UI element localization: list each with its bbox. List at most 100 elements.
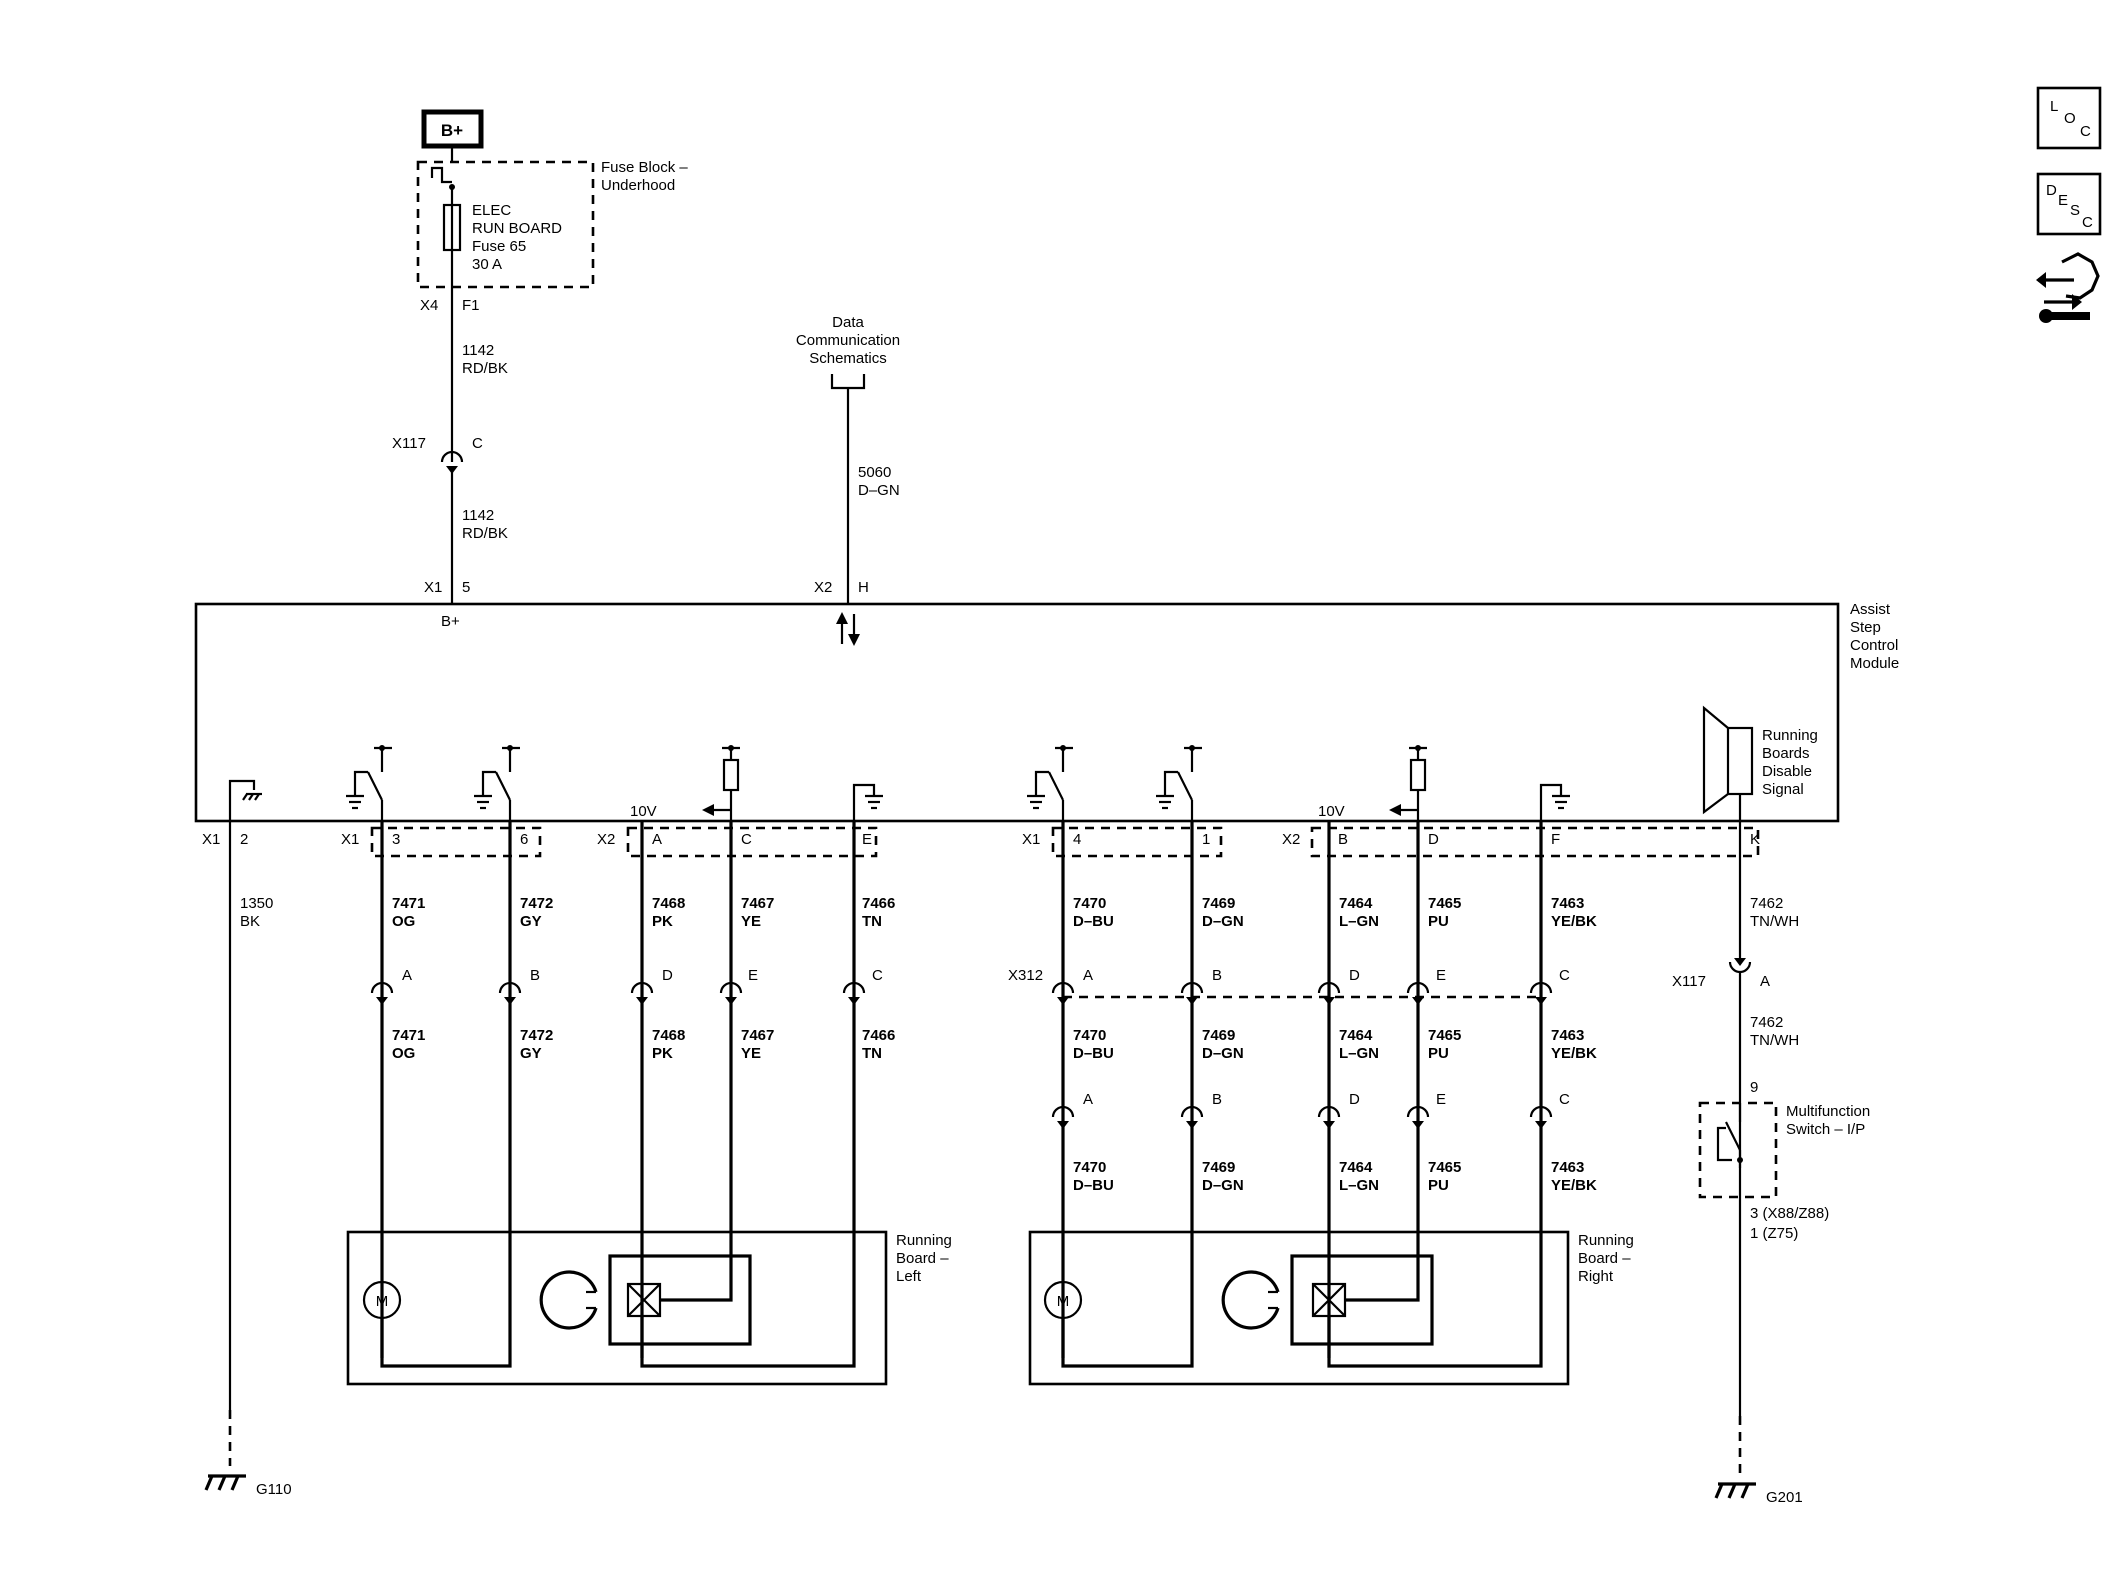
x1-connector-outline-left — [370, 826, 542, 858]
svg-text:D–BU: D–BU — [1073, 1045, 1114, 1062]
svg-text:Step: Step — [1850, 619, 1881, 636]
svg-text:7465: 7465 — [1428, 1159, 1461, 1176]
svg-text:OG: OG — [392, 1045, 415, 1062]
svg-text:TN/WH: TN/WH — [1750, 1032, 1799, 1049]
svg-text:D: D — [662, 967, 673, 984]
internal-ground-pin-2 — [228, 779, 262, 821]
module-name: Assist Step Control Module — [1850, 601, 1899, 672]
svg-text:Board –: Board – — [896, 1250, 949, 1267]
service-icon[interactable] — [2036, 252, 2100, 323]
svg-text:7470: 7470 — [1073, 1027, 1106, 1044]
switch-pin-bottom-1: 3 (X88/Z88) — [1750, 1205, 1829, 1222]
svg-text:7467: 7467 — [741, 1027, 774, 1044]
svg-text:7466: 7466 — [862, 895, 895, 912]
svg-text:YE/BK: YE/BK — [1551, 1177, 1597, 1194]
module-bplus-label: B+ — [441, 613, 460, 630]
pin-4-label: 4 — [1073, 831, 1081, 848]
svg-text:B: B — [1212, 967, 1222, 984]
sensor-ground-pin-f — [1539, 783, 1570, 821]
inline-connector-x117-c — [440, 450, 464, 588]
svg-text:S: S — [2070, 202, 2080, 219]
svg-text:YE/BK: YE/BK — [1551, 1045, 1597, 1062]
location-icon[interactable]: L O C — [2036, 86, 2102, 150]
speaker-icon — [1702, 705, 1754, 821]
svg-text:C: C — [2080, 123, 2091, 140]
svg-text:L–GN: L–GN — [1339, 1177, 1379, 1194]
svg-text:A: A — [1083, 1091, 1093, 1108]
pin-a-label: A — [652, 831, 662, 848]
svg-text:7462: 7462 — [1750, 1014, 1783, 1031]
svg-text:D–GN: D–GN — [1202, 1177, 1244, 1194]
wire-5060-color: D–GN — [858, 482, 900, 499]
svg-text:7464: 7464 — [1339, 1159, 1373, 1176]
pin-k-label: K — [1750, 831, 1760, 848]
svg-text:Running: Running — [1762, 727, 1818, 744]
motor-relay-pin-3 — [346, 745, 392, 821]
svg-text:7467: 7467 — [741, 895, 774, 912]
wire-1142-upper-num: 1142 — [462, 342, 494, 359]
module-pin-h-label: H — [858, 579, 869, 596]
svg-text:D: D — [2046, 182, 2057, 199]
x1-connector-outline-right — [1051, 826, 1223, 858]
voltage-left-label: 10V — [630, 803, 657, 820]
svg-text:YE: YE — [741, 913, 761, 930]
switch-label: Multifunction Switch – I/P — [1786, 1103, 1870, 1138]
svg-text:D–GN: D–GN — [1202, 1045, 1244, 1062]
x2-connector-outline-left — [626, 826, 878, 858]
svg-text:Fuse Block –: Fuse Block – — [601, 159, 688, 176]
svg-text:PU: PU — [1428, 1045, 1449, 1062]
svg-text:A: A — [1760, 973, 1770, 990]
svg-text:A: A — [402, 967, 412, 984]
svg-text:7469: 7469 — [1202, 895, 1235, 912]
pin-d-label: D — [1428, 831, 1439, 848]
ground-icon-g201 — [1714, 1482, 1756, 1499]
voltage-right-label: 10V — [1318, 803, 1345, 820]
svg-text:Module: Module — [1850, 655, 1899, 672]
pin-b-label: B — [1338, 831, 1348, 848]
fuse-block-underhood: Fuse Block – Underhood — [416, 159, 688, 289]
inline-connectors-right-x312 — [1051, 981, 1553, 1005]
svg-text:7468: 7468 — [652, 1027, 685, 1044]
wire-1350-num: 1350 — [240, 895, 273, 912]
svg-text:PU: PU — [1428, 913, 1449, 930]
assist-step-control-module — [194, 602, 1840, 823]
module-x1-label: X1 — [424, 579, 442, 596]
svg-text:O: O — [2064, 110, 2076, 127]
svg-text:TN: TN — [862, 913, 882, 930]
svg-text:7471: 7471 — [392, 895, 425, 912]
fuse-65: ELEC RUN BOARD Fuse 65 30 A — [430, 166, 562, 287]
svg-text:Data: Data — [832, 314, 864, 331]
pin-conn-x2-b: X2 — [1282, 831, 1300, 848]
wire-1142-lower-color: RD/BK — [462, 525, 508, 542]
ground-g110-label: G110 — [256, 1481, 292, 1498]
inline-connectors-right-lower — [1051, 1105, 1553, 1129]
svg-text:PK: PK — [652, 913, 673, 930]
fuse-connector-label: X4 — [420, 297, 438, 314]
svg-text:7463: 7463 — [1551, 1027, 1584, 1044]
svg-text:L–GN: L–GN — [1339, 1045, 1379, 1062]
sensor-ground-pin-e — [852, 783, 883, 821]
svg-text:Assist: Assist — [1850, 601, 1891, 618]
svg-text:OG: OG — [392, 913, 415, 930]
svg-text:E: E — [1436, 967, 1446, 984]
pin-conn-x1-3: X1 — [341, 831, 359, 848]
running-board-left-label: Running Board – Left — [896, 1232, 952, 1285]
svg-text:D–GN: D–GN — [1202, 913, 1244, 930]
svg-text:7472: 7472 — [520, 1027, 553, 1044]
pin-1-label: 1 — [1202, 831, 1210, 848]
svg-text:7471: 7471 — [392, 1027, 425, 1044]
svg-text:7466: 7466 — [862, 1027, 895, 1044]
pin-6-label: 6 — [520, 831, 528, 848]
svg-text:C: C — [472, 435, 483, 452]
svg-text:L: L — [2050, 98, 2058, 115]
svg-text:A: A — [1083, 967, 1093, 984]
sensor-supply-pin-d — [1389, 745, 1427, 821]
wire-5060-num: 5060 — [858, 464, 891, 481]
svg-text:Control: Control — [1850, 637, 1898, 654]
switch-pin-9: 9 — [1750, 1079, 1758, 1096]
svg-text:E: E — [748, 967, 758, 984]
description-icon[interactable]: D E S C — [2036, 172, 2102, 236]
wire-1142-lower-num: 1142 — [462, 507, 494, 524]
svg-text:GY: GY — [520, 1045, 542, 1062]
